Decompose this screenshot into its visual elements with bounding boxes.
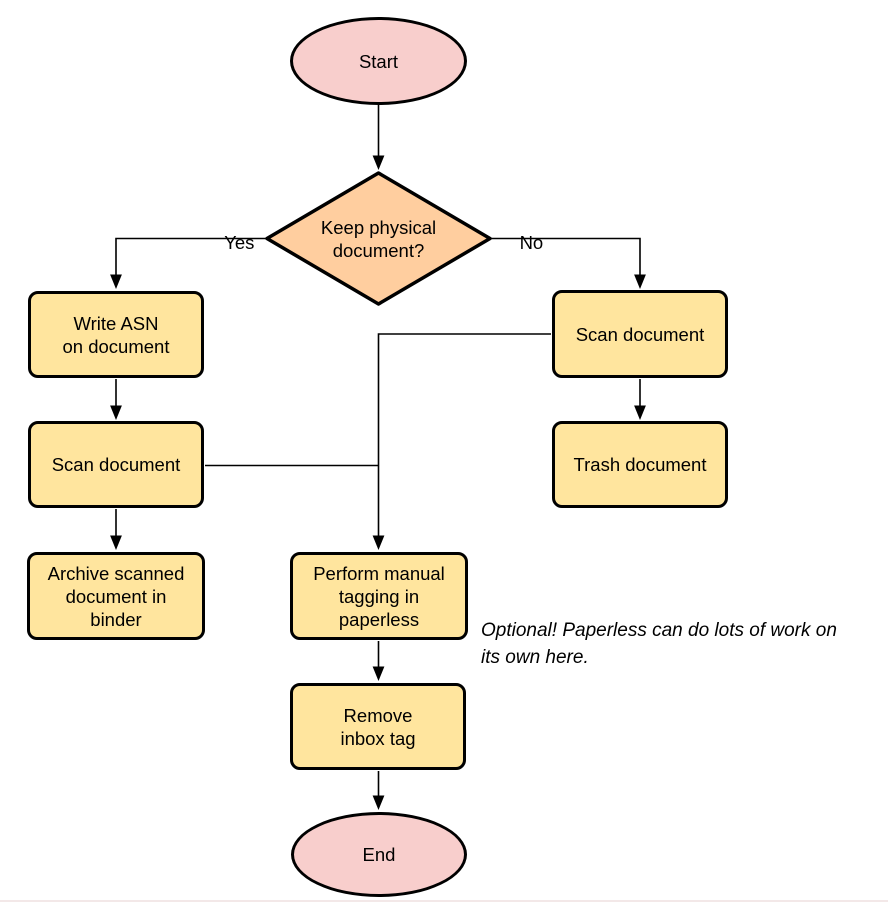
node-start-label: Start	[358, 50, 399, 72]
node-remove-inbox-tag-label: Remove inbox tag	[340, 704, 416, 749]
node-scan-document-left-label: Scan document	[51, 454, 181, 475]
edge-label-yes: Yes	[224, 232, 255, 253]
arrowhead	[372, 155, 385, 170]
node-decision: Keep physical document?	[267, 173, 490, 304]
arrowhead	[110, 274, 122, 289]
node-trash-document-label: Trash document	[573, 454, 707, 475]
node-perform-tagging-label: Perform manual tagging in paperless	[313, 562, 445, 630]
page-bottom-divider	[0, 900, 888, 902]
node-decision-label: Keep physical document?	[320, 216, 437, 261]
node-archive-binder: Archive scanned document in binder	[27, 552, 205, 640]
node-trash-document: Trash document	[552, 421, 728, 508]
node-scan-document-right-label: Scan document	[575, 323, 705, 345]
node-remove-inbox-tag: Remove inbox tag	[290, 683, 466, 770]
node-end-label: End	[362, 844, 396, 865]
edge-decision-scan-right	[491, 237, 641, 275]
annotation-optional-note: Optional! Paperless can do lots of work …	[481, 620, 837, 668]
edge-label-no: No	[519, 232, 544, 253]
arrowhead	[634, 274, 646, 289]
arrowhead	[372, 535, 385, 550]
arrowhead	[372, 666, 385, 681]
arrowhead	[110, 405, 122, 420]
node-scan-document-left: Scan document	[28, 421, 204, 508]
node-start: Start	[290, 17, 467, 105]
node-archive-binder-label: Archive scanned document in binder	[47, 562, 185, 630]
node-scan-document-right: Scan document	[552, 290, 728, 378]
arrowhead	[372, 795, 385, 810]
node-perform-tagging: Perform manual tagging in paperless	[290, 552, 468, 640]
arrowhead	[110, 535, 122, 550]
node-write-asn: Write ASN on document	[28, 291, 204, 378]
edge-decision-write-asn	[115, 237, 266, 275]
decision-diamond-shape	[265, 171, 492, 306]
arrowhead	[634, 405, 646, 420]
node-write-asn-label: Write ASN on document	[62, 312, 170, 357]
edge-scan-right-perform	[377, 333, 551, 536]
node-end: End	[291, 812, 467, 897]
